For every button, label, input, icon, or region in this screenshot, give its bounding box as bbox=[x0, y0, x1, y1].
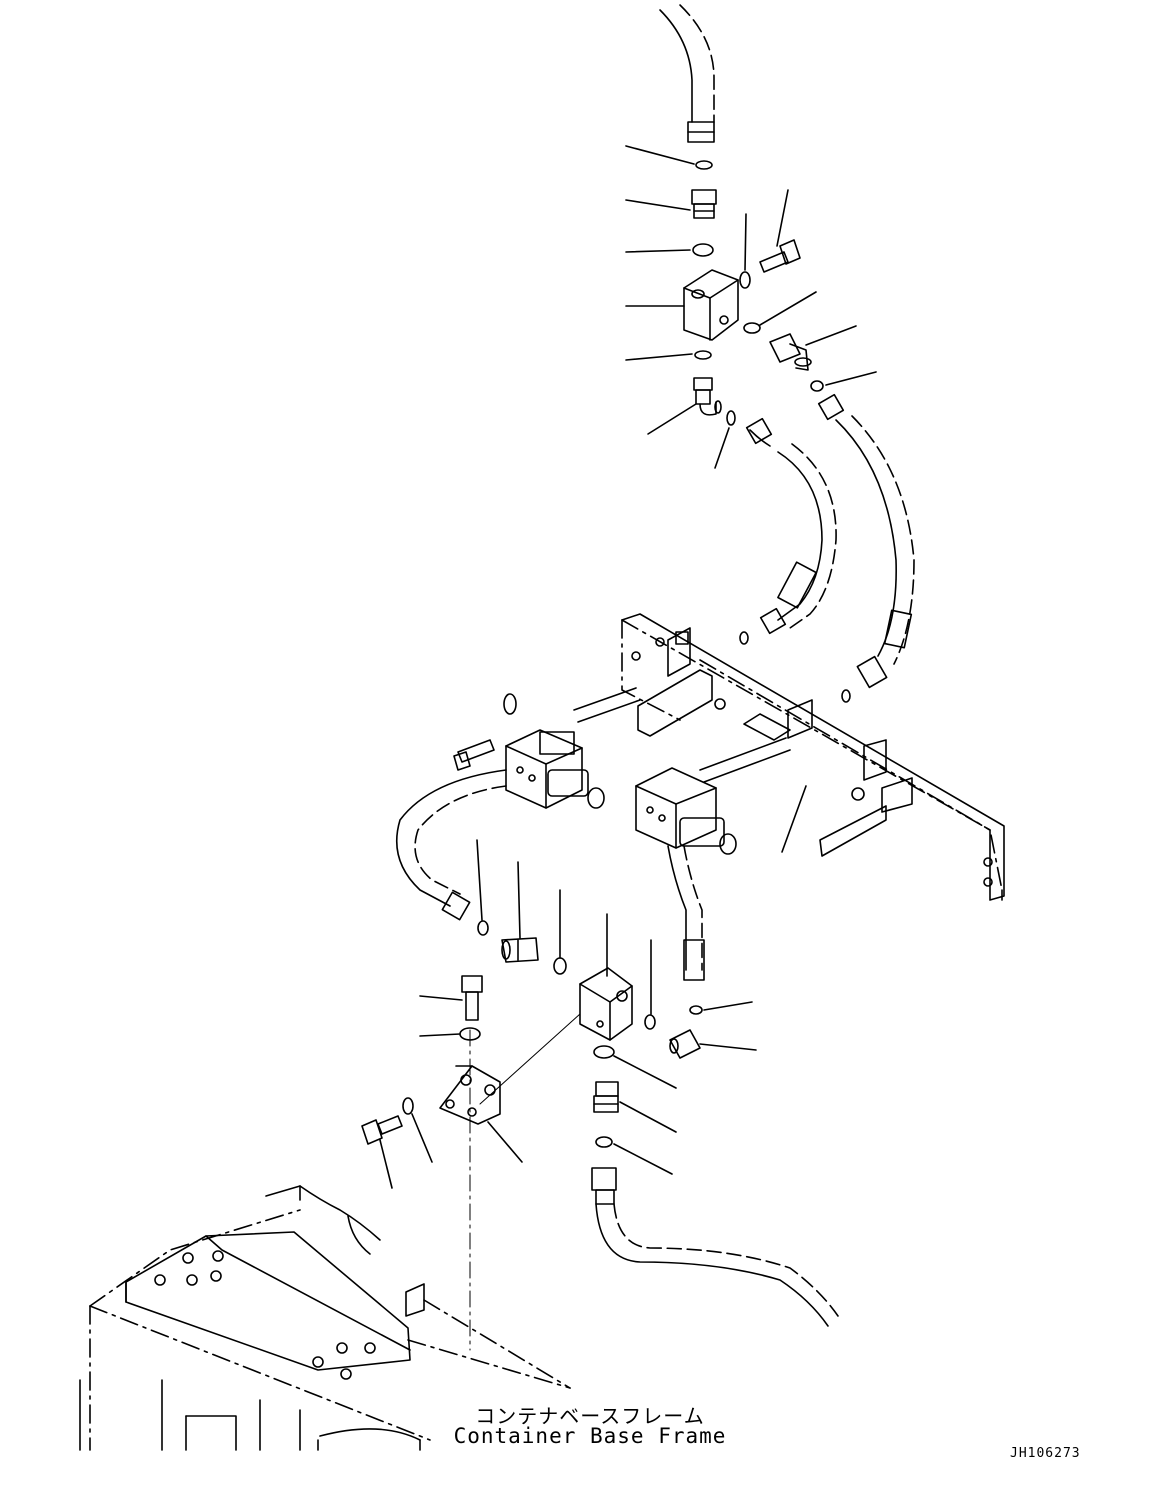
washer-bottom-left bbox=[402, 1097, 414, 1115]
o-ring-low-1 bbox=[477, 920, 489, 936]
o-ring-mid-1 bbox=[739, 631, 749, 645]
straight-fitting-low bbox=[593, 1081, 619, 1113]
elbow-fitting-low-right bbox=[669, 1029, 701, 1059]
container-base-frame bbox=[125, 1185, 425, 1380]
straight-fitting-top bbox=[691, 189, 717, 219]
leader-lines-lower bbox=[379, 785, 807, 1189]
bolt-left-lower bbox=[461, 975, 483, 1021]
o-ring-low-5 bbox=[593, 1045, 615, 1059]
hose-left-curve bbox=[745, 417, 837, 635]
l-bracket bbox=[439, 1065, 501, 1125]
leader-lines-top bbox=[625, 145, 877, 469]
bolt-left-upper bbox=[453, 739, 495, 771]
hose-left-loop bbox=[395, 769, 507, 921]
o-ring-low-2 bbox=[553, 957, 567, 975]
washer-left-upper bbox=[503, 693, 517, 715]
caption-japanese: コンテナベースフレーム bbox=[475, 1404, 705, 1428]
o-ring-top-2 bbox=[692, 243, 714, 257]
hose-right-curve bbox=[817, 393, 915, 689]
container-base-frame-dashed bbox=[89, 1209, 571, 1451]
junction-block-top bbox=[683, 269, 739, 341]
bolt-top bbox=[759, 239, 801, 273]
solenoid-valve-right bbox=[635, 737, 791, 855]
solenoid-valve-left bbox=[505, 687, 641, 809]
junction-block-low bbox=[579, 967, 633, 1041]
valve-mount-plate bbox=[621, 613, 1005, 901]
elbow-fitting-right bbox=[769, 333, 812, 371]
upper-supply-hose bbox=[659, 4, 715, 143]
container-base-frame-lower bbox=[79, 1379, 421, 1451]
washer-top bbox=[739, 271, 751, 289]
drawing-id: JH106273 bbox=[1010, 1446, 1081, 1461]
elbow-fitting-low-left bbox=[501, 937, 539, 963]
o-ring-top-6 bbox=[810, 380, 824, 392]
o-ring-top-5 bbox=[743, 322, 761, 334]
o-ring-low-6 bbox=[595, 1136, 613, 1148]
o-ring-low-3 bbox=[644, 1014, 656, 1030]
o-ring-top-1 bbox=[695, 160, 713, 170]
hose-right-down bbox=[667, 845, 705, 981]
o-ring-top-4 bbox=[726, 410, 736, 426]
rail-blocks bbox=[637, 627, 913, 857]
o-ring-top-3 bbox=[694, 350, 712, 360]
lower-return-hose bbox=[591, 1167, 839, 1327]
bolt-bottom-left bbox=[361, 1115, 403, 1145]
o-ring-low-4 bbox=[689, 1005, 703, 1015]
elbow-fitting-top bbox=[693, 377, 722, 416]
valve-mount-bracket bbox=[621, 619, 1003, 901]
o-ring-mid-2 bbox=[841, 689, 851, 703]
caption-english: Container Base Frame bbox=[453, 1424, 727, 1448]
